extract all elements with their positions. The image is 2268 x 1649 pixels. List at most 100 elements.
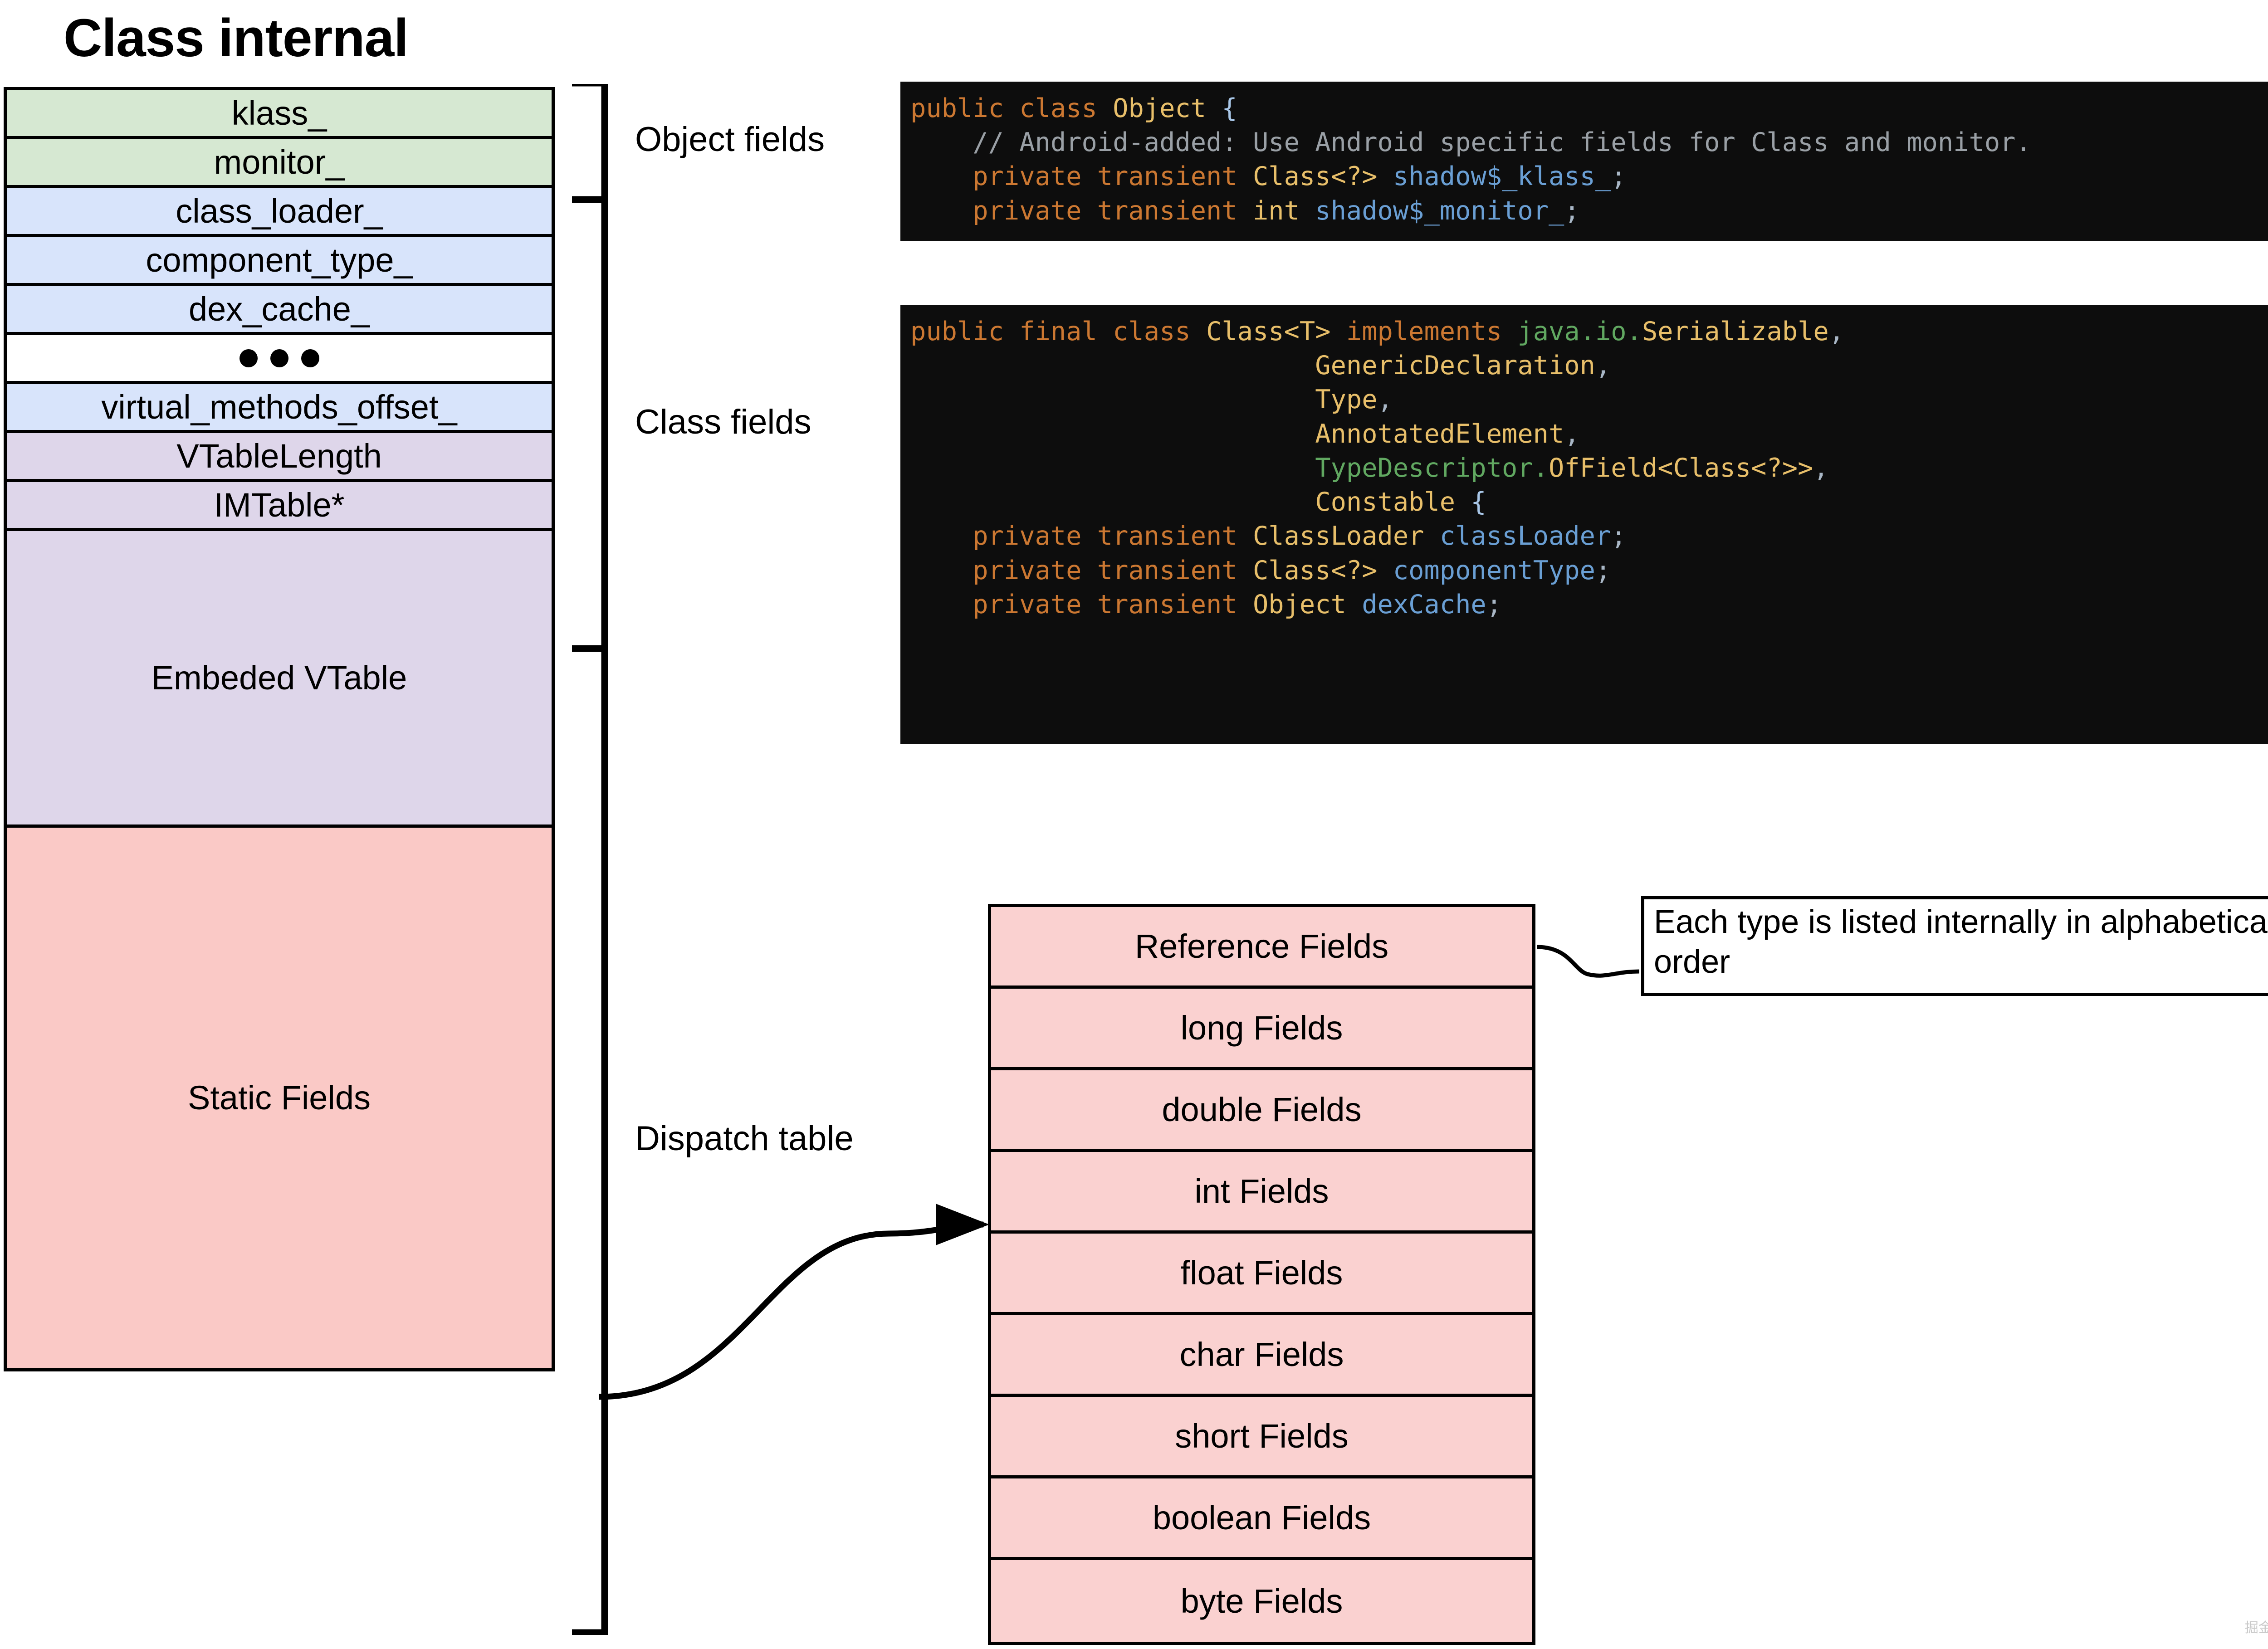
memory-row-label: Embeded VTable bbox=[151, 659, 407, 697]
code-token: // Android-added: Use Android specific f… bbox=[910, 127, 2031, 158]
code-line: Type, bbox=[900, 383, 2268, 417]
code-line: private transient Class<?> componentType… bbox=[900, 554, 2268, 588]
code-block-object-source: public class Object { // Android-added: … bbox=[900, 82, 2268, 241]
code-block-class-source: public final class Class<T> implements j… bbox=[900, 305, 2268, 744]
bracket-group bbox=[572, 79, 608, 1636]
code-token: { bbox=[1206, 93, 1237, 123]
callout-text: Each type is listed internally in alphab… bbox=[1654, 904, 2268, 980]
callout-note: Each type is listed internally in alphab… bbox=[1641, 896, 2268, 996]
code-token: , bbox=[1813, 453, 1829, 483]
code-token: classLoader bbox=[1439, 521, 1611, 551]
code-token: dexCache bbox=[1362, 589, 1486, 620]
code-line: Constable { bbox=[900, 485, 2268, 519]
field-type-label: int Fields bbox=[1194, 1172, 1329, 1210]
code-token: implements bbox=[1330, 317, 1518, 346]
code-token: shadow$_klass_ bbox=[1393, 161, 1611, 192]
code-line: public class Object { bbox=[900, 92, 2268, 126]
code-token bbox=[910, 487, 1315, 517]
code-line: GenericDeclaration, bbox=[900, 349, 2268, 383]
memory-row-virtual-methods-offset: virtual_methods_offset_ bbox=[7, 384, 552, 433]
code-token bbox=[910, 419, 1315, 449]
memory-row-label: component_type_ bbox=[146, 241, 413, 279]
code-token: ; bbox=[1611, 521, 1627, 551]
field-type-row-int-fields: int Fields bbox=[991, 1152, 1532, 1234]
code-token bbox=[1378, 161, 1393, 191]
code-token bbox=[910, 453, 1315, 483]
code-token: public final class bbox=[910, 317, 1207, 346]
memory-row-label: monitor_ bbox=[214, 143, 345, 181]
memory-row-vtablelength: VTableLength bbox=[7, 433, 552, 482]
code-token: Type bbox=[1315, 385, 1378, 415]
memory-row-label: dex_cache_ bbox=[188, 290, 370, 328]
code-token: private transient bbox=[910, 555, 1253, 585]
code-token: , bbox=[1564, 419, 1580, 449]
field-type-label: short Fields bbox=[1175, 1417, 1349, 1455]
code-token: Object bbox=[1113, 93, 1207, 123]
memory-row-label: klass_ bbox=[231, 94, 327, 132]
code-token: , bbox=[1595, 351, 1611, 381]
code-token: private transient bbox=[910, 589, 1253, 620]
callout-body bbox=[1641, 896, 2268, 996]
code-token: ; bbox=[1486, 589, 1502, 620]
field-type-label: boolean Fields bbox=[1152, 1499, 1371, 1537]
code-token: Class<T> bbox=[1206, 317, 1331, 346]
code-token bbox=[1346, 590, 1362, 620]
field-type-row-short-fields: short Fields bbox=[991, 1397, 1532, 1478]
ellipsis-icon bbox=[239, 349, 319, 367]
field-type-label: char Fields bbox=[1179, 1336, 1344, 1373]
field-type-label: byte Fields bbox=[1180, 1582, 1343, 1620]
field-type-row-long-fields: long Fields bbox=[991, 989, 1532, 1070]
static-fields-to-types-arrow bbox=[598, 1204, 989, 1400]
code-token: ; bbox=[1595, 555, 1611, 585]
memory-row-klass: klass_ bbox=[7, 90, 552, 139]
memory-row-label: VTableLength bbox=[176, 437, 382, 475]
code-token bbox=[1424, 521, 1439, 551]
code-token: java.io. bbox=[1517, 317, 1642, 346]
memory-row-label: Static Fields bbox=[187, 1079, 371, 1117]
field-type-label: Reference Fields bbox=[1134, 927, 1389, 965]
memory-row-monitor: monitor_ bbox=[7, 139, 552, 188]
code-token: OfField<Class<?>> bbox=[1549, 453, 1813, 483]
memory-row-component-type: component_type_ bbox=[7, 237, 552, 286]
field-type-label: float Fields bbox=[1180, 1254, 1343, 1292]
code-token: GenericDeclaration bbox=[1315, 351, 1595, 381]
code-line: private transient int shadow$_monitor_; bbox=[900, 194, 2268, 228]
code-token: ; bbox=[1564, 195, 1580, 226]
code-token: Class<?> bbox=[1252, 555, 1378, 585]
code-line: public final class Class<T> implements j… bbox=[900, 315, 2268, 349]
group-label-object-fields: Object fields bbox=[635, 120, 825, 159]
code-token: Constable bbox=[1315, 487, 1456, 517]
code-token: , bbox=[1377, 385, 1393, 415]
bracket-object-fields bbox=[572, 79, 608, 203]
code-token: Class<?> bbox=[1252, 161, 1378, 192]
memory-row-ellipsis bbox=[7, 335, 552, 384]
code-line: AnnotatedElement, bbox=[900, 417, 2268, 451]
code-token bbox=[910, 385, 1315, 415]
code-token: private transient bbox=[910, 161, 1253, 192]
field-type-row-boolean-fields: boolean Fields bbox=[991, 1478, 1532, 1560]
group-label-dispatch-table: Dispatch table bbox=[635, 1119, 854, 1158]
code-token: Object bbox=[1252, 589, 1346, 620]
memory-row-dex-cache: dex_cache_ bbox=[7, 286, 552, 335]
code-line: private transient Class<?> shadow$_klass… bbox=[900, 160, 2268, 194]
field-type-row-char-fields: char Fields bbox=[991, 1315, 1532, 1397]
group-bracket-rails bbox=[569, 79, 628, 1636]
group-label-class-fields: Class fields bbox=[635, 403, 811, 441]
memory-row-label: IMTable* bbox=[214, 486, 345, 524]
memory-row-class-loader: class_loader_ bbox=[7, 188, 552, 237]
code-token bbox=[910, 351, 1315, 381]
page-title: Class internal bbox=[64, 8, 409, 68]
code-token: componentType bbox=[1393, 555, 1595, 585]
code-token: ; bbox=[1611, 161, 1627, 192]
memory-row-label: virtual_methods_offset_ bbox=[101, 388, 457, 426]
code-token: private transient bbox=[910, 195, 1253, 226]
field-type-row-reference-fields: Reference Fields bbox=[991, 907, 1532, 989]
code-token: private transient bbox=[910, 521, 1253, 551]
code-token bbox=[1378, 556, 1393, 585]
field-type-label: long Fields bbox=[1180, 1009, 1343, 1047]
code-line: private transient Object dexCache; bbox=[900, 588, 2268, 622]
code-token: { bbox=[1455, 487, 1486, 517]
code-token: TypeDescriptor. bbox=[1315, 453, 1549, 483]
memory-row-label: class_loader_ bbox=[176, 192, 383, 230]
code-line: private transient ClassLoader classLoade… bbox=[900, 519, 2268, 553]
